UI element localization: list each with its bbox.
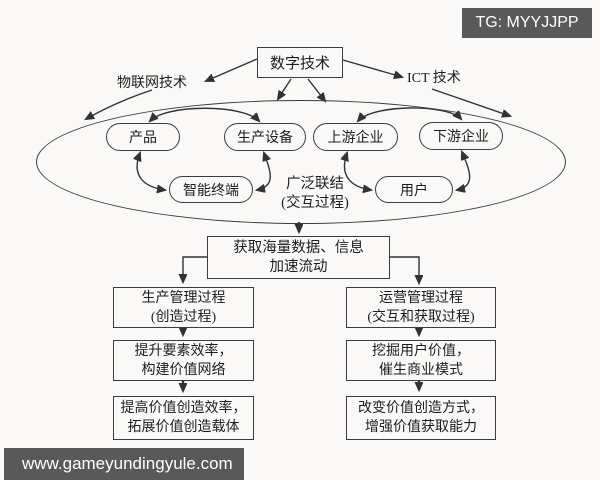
- node-production-equipment-label: 生产设备: [237, 131, 293, 146]
- arrow-root-to-ellipse-left: [278, 78, 292, 99]
- node-smart-terminal: 智能终端: [169, 176, 253, 203]
- telegram-watermark-badge: TG: MYYJJPP: [462, 8, 592, 38]
- arrow-ict-to-ellipse: [431, 88, 510, 116]
- node-data-acquisition-line1: 获取海量数据、信息: [233, 239, 364, 256]
- node-production-management-line2: (创造过程): [150, 309, 217, 325]
- connector-databox-to-left-column: [183, 256, 207, 282]
- arrow-iot-to-ellipse: [86, 89, 153, 119]
- node-user: 用户: [375, 176, 453, 203]
- node-digital-technology: 数字技术: [257, 47, 343, 78]
- node-production-management-line1: 生产管理过程: [141, 290, 226, 306]
- website-watermark-badge: www.gameyundingyule.com: [4, 448, 244, 480]
- label-iot-technology: 物联网技术: [117, 76, 187, 91]
- node-value-capture-line2: 增强价值获取能力: [365, 420, 477, 435]
- node-factor-efficiency: 提升要素效率， 构建价值网络: [113, 340, 254, 381]
- arrow-root-to-ict: [342, 59, 402, 77]
- node-user-value-mining-line1: 挖掘用户价值，: [372, 343, 470, 359]
- node-data-acquisition-line2: 加速流动: [269, 258, 328, 275]
- node-value-creation-efficiency: 提高价值创造效率， 拓展价值创造载体: [113, 396, 254, 440]
- broad-connection-ellipse: [36, 100, 566, 224]
- node-operation-management-line1: 运营管理过程: [379, 290, 463, 306]
- node-factor-efficiency-line1: 提升要素效率，: [134, 343, 233, 359]
- node-upstream-enterprise: 上游企业: [313, 123, 398, 151]
- arrow-root-to-ellipse-right: [307, 78, 325, 101]
- node-operation-management: 运营管理过程 (交互和获取过程): [346, 287, 496, 328]
- node-production-management: 生产管理过程 (创造过程): [113, 287, 254, 328]
- node-downstream-enterprise-label: 下游企业: [433, 130, 489, 145]
- node-value-creation-efficiency-line1: 提高价值创造效率，: [120, 401, 247, 416]
- node-value-creation-efficiency-line2: 拓展价值创造载体: [127, 420, 240, 435]
- node-factor-efficiency-line2: 构建价值网络: [141, 362, 226, 378]
- node-value-capture: 改变价值创造方式， 增强价值获取能力: [346, 396, 496, 440]
- connector-databox-to-right-column: [390, 256, 419, 283]
- node-downstream-enterprise: 下游企业: [419, 122, 503, 150]
- arrow-root-to-iot: [206, 58, 258, 81]
- node-user-label: 用户: [400, 183, 428, 199]
- node-production-equipment: 生产设备: [224, 123, 306, 151]
- node-operation-management-line2: (交互和获取过程): [367, 309, 475, 325]
- node-digital-technology-label: 数字技术: [269, 56, 330, 72]
- node-upstream-enterprise-label: 上游企业: [327, 131, 384, 146]
- node-product-label: 产品: [129, 131, 157, 146]
- node-user-value-mining-line2: 催生商业模式: [379, 362, 463, 378]
- node-user-value-mining: 挖掘用户价值， 催生商业模式: [346, 340, 496, 381]
- ellipse-caption-line2: (交互过程): [281, 195, 349, 211]
- ellipse-caption-line1: 广泛联结: [286, 176, 344, 192]
- node-product: 产品: [106, 123, 180, 151]
- node-data-acquisition: 获取海量数据、信息 加速流动: [207, 236, 390, 279]
- label-ict-technology: ICT 技术: [407, 71, 461, 86]
- node-value-capture-line1: 改变价值创造方式，: [358, 401, 484, 416]
- ellipse-caption: 广泛联结 (交互过程): [268, 175, 362, 213]
- node-smart-terminal-label: 智能终端: [183, 183, 239, 199]
